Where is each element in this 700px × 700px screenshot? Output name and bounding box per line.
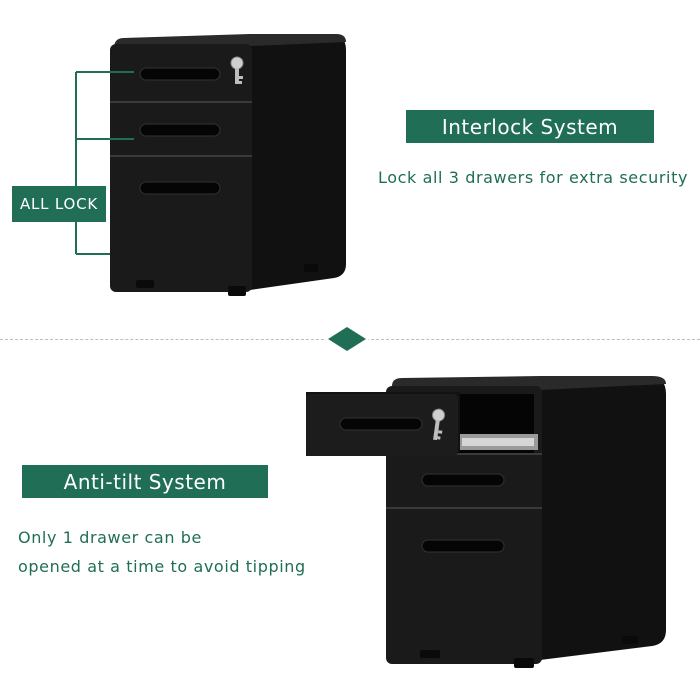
interlock-title-badge: Interlock System bbox=[406, 110, 654, 143]
key-icon bbox=[230, 56, 244, 84]
anti-tilt-title-badge: Anti-tilt System bbox=[22, 465, 268, 498]
anti-tilt-description-line1: Only 1 drawer can be bbox=[18, 528, 202, 547]
cabinet-open-drawer-illustration bbox=[306, 376, 666, 668]
all-lock-label: ALL LOCK bbox=[19, 195, 99, 213]
key-icon bbox=[432, 408, 446, 441]
anti-tilt-description-line2: opened at a time to avoid tipping bbox=[18, 557, 306, 576]
lock-bracket-lines bbox=[75, 71, 134, 255]
diamond-icon bbox=[325, 324, 369, 354]
interlock-description: Lock all 3 drawers for extra security bbox=[378, 168, 689, 187]
anti-tilt-title: Anti-tilt System bbox=[63, 469, 227, 494]
cabinet-locked-illustration bbox=[110, 34, 346, 296]
interlock-title: Interlock System bbox=[441, 114, 619, 139]
all-lock-badge: ALL LOCK bbox=[12, 186, 106, 222]
